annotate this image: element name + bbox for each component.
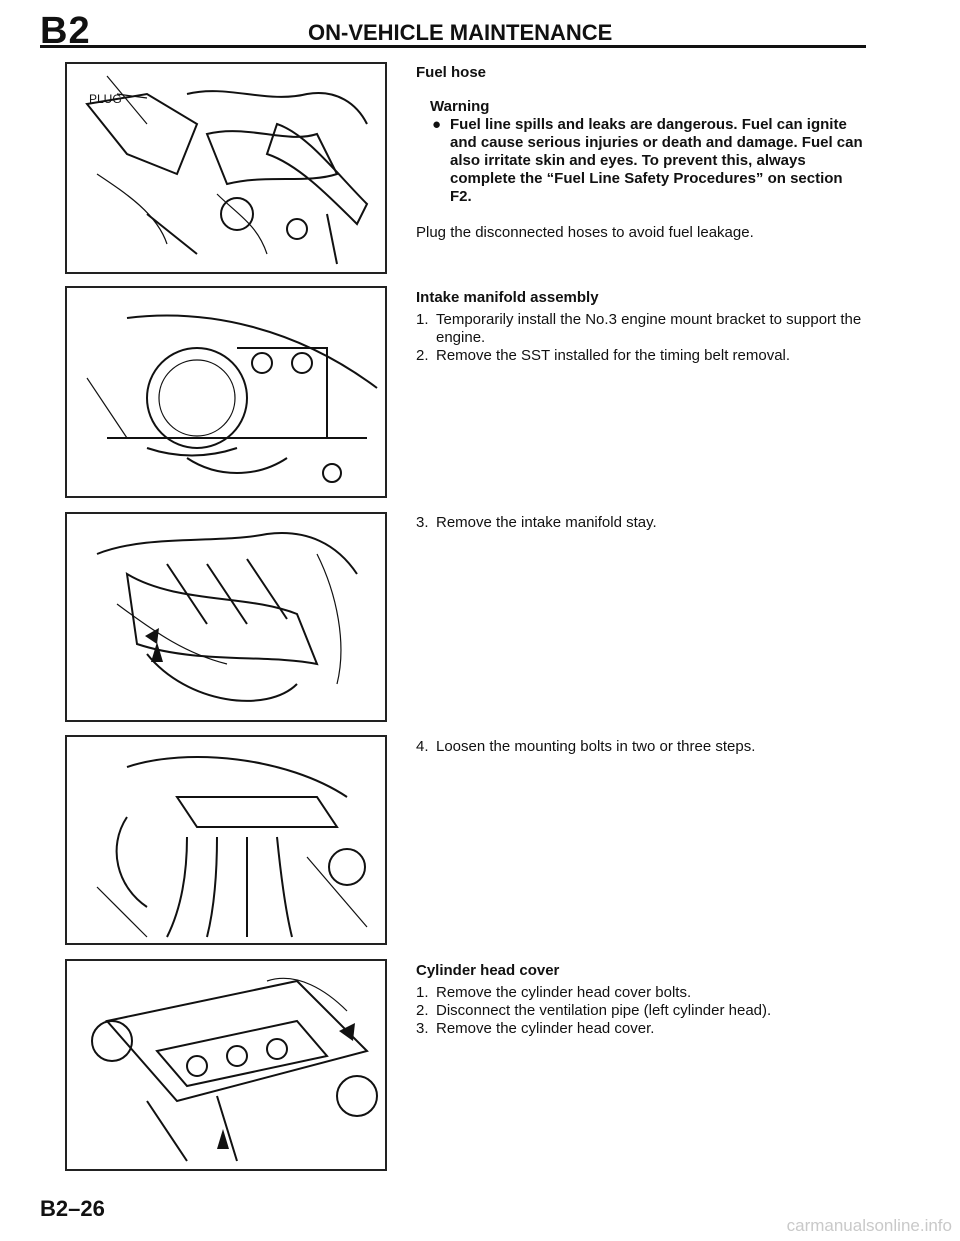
intake-step-4: 4.Loosen the mounting bolts in two or th… [416, 738, 756, 755]
warning-bullet: ● [432, 116, 442, 133]
header-divider [40, 45, 866, 48]
watermark: carmanualsonline.info [786, 1216, 952, 1235]
intake-step-4-block: 4.Loosen the mounting bolts in two or th… [416, 738, 866, 756]
figure-intake-manifold-stay [65, 512, 387, 722]
figure-fuel-hose-plug: PLUG [65, 62, 387, 274]
page-number: B2–26 [40, 1196, 105, 1221]
cylinder-head-cover-section: Cylinder head cover 1.Remove the cylinde… [416, 962, 866, 1038]
mounting-bolts-illustration [96, 756, 368, 938]
fuel-hose-heading: Fuel hose [416, 64, 487, 81]
fuel-hose-illustration [85, 75, 369, 265]
intake-step-3-block: 3.Remove the intake manifold stay. [416, 514, 866, 532]
cylinder-head-cover-heading: Cylinder head cover [416, 962, 560, 979]
intake-manifold-section: Intake manifold assembly 1.Temporarily i… [416, 289, 866, 365]
figure-manifold-mounting-bolts [65, 735, 387, 945]
figure-engine-mount-bracket [65, 286, 387, 498]
head-cover-step-2: 2.Disconnect the ventilation pipe (left … [416, 1002, 772, 1019]
figure-cylinder-head-cover [65, 959, 387, 1171]
head-cover-illustration [91, 977, 378, 1162]
intake-step-1: 1.Temporarily install the No.3 engine mo… [416, 311, 862, 346]
warning-text: ● Fuel line spills and leaks are dangero… [430, 116, 866, 206]
warning-title: Warning [430, 98, 490, 115]
head-cover-step-3: 3.Remove the cylinder head cover. [416, 1020, 655, 1037]
intake-step-2: 2.Remove the SST installed for the timin… [416, 347, 791, 364]
intake-step-3: 3.Remove the intake manifold stay. [416, 514, 657, 531]
fuel-hose-section: Fuel hose Warning ● Fuel line spills and… [416, 64, 866, 242]
page-title: ON-VEHICLE MAINTENANCE [308, 20, 613, 45]
manifold-stay-illustration [96, 532, 358, 702]
warning-body-text: Fuel line spills and leaks are dangerous… [450, 116, 863, 205]
intake-manifold-heading: Intake manifold assembly [416, 289, 599, 306]
plug-callout: PLUG [89, 92, 122, 106]
head-cover-step-1: 1.Remove the cylinder head cover bolts. [416, 984, 692, 1001]
fuel-hose-instruction: Plug the disconnected hoses to avoid fue… [416, 224, 754, 241]
engine-mount-illustration [86, 314, 378, 483]
